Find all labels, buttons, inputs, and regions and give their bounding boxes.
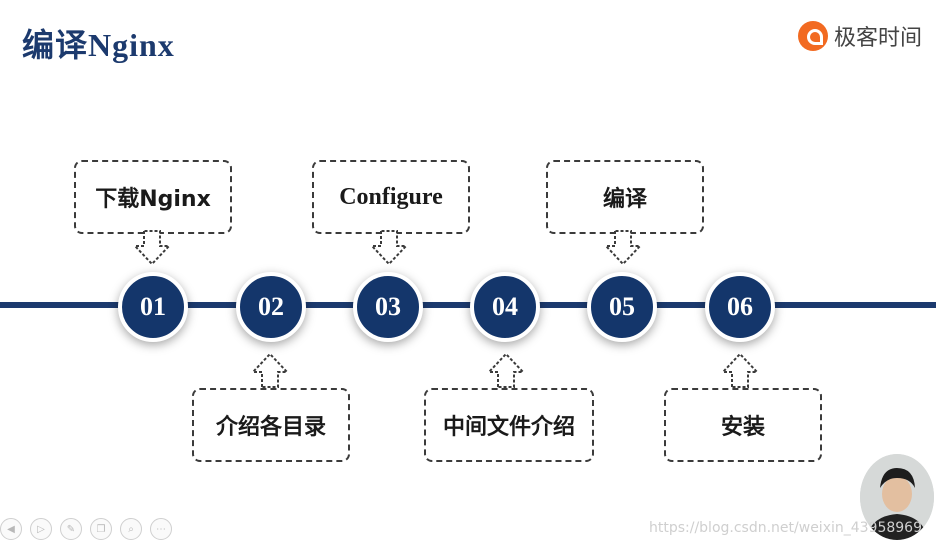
- geektime-logo-icon: [797, 21, 828, 51]
- arrow-up-icon: [486, 352, 526, 388]
- copy-icon[interactable]: ❐: [90, 518, 112, 540]
- watermark: https://blog.csdn.net/weixin_43958969: [648, 520, 922, 536]
- step-marker-03: 03: [353, 272, 423, 342]
- callout-step-01: 下载Nginx: [74, 160, 232, 234]
- zoom-icon[interactable]: ⌕: [120, 518, 142, 540]
- slide-toolbar: ◀ ▷ ✎ ❐ ⌕ ⋯: [0, 518, 172, 540]
- more-icon[interactable]: ⋯: [150, 518, 172, 540]
- callout-label: 下载Nginx: [95, 187, 211, 212]
- pen-icon[interactable]: ✎: [60, 518, 82, 540]
- step-marker-02: 02: [236, 272, 306, 342]
- step-marker-06: 06: [705, 272, 775, 342]
- callout-label: 编译: [602, 187, 647, 212]
- callout-step-05: 编译: [546, 160, 704, 234]
- arrow-up-icon: [250, 352, 290, 388]
- step-marker-04: 04: [470, 272, 540, 342]
- step-marker-01: 01: [118, 272, 188, 342]
- callout-label: 介绍各目录: [215, 415, 326, 440]
- brand-name: 极客时间: [833, 26, 922, 51]
- callout-label: 安装: [720, 415, 765, 440]
- callout-step-04: 中间文件介绍: [424, 388, 594, 462]
- arrow-down-icon: [603, 230, 643, 266]
- arrow-down-icon: [132, 230, 172, 266]
- arrow-down-icon: [369, 230, 409, 266]
- callout-step-02: 介绍各目录: [192, 388, 350, 462]
- slide-title: 编译Nginx: [22, 27, 175, 63]
- timeline-line: [0, 302, 936, 308]
- brand: 极客时间: [797, 20, 922, 52]
- step-marker-05: 05: [587, 272, 657, 342]
- callout-step-03: Configure: [312, 160, 470, 234]
- callout-step-06: 安装: [664, 388, 822, 462]
- callout-label: Configure: [339, 183, 443, 210]
- prev-icon[interactable]: ◀: [0, 518, 22, 540]
- presenter-video: [860, 454, 934, 540]
- callout-label: 中间文件介绍: [442, 415, 575, 440]
- arrow-up-icon: [720, 352, 760, 388]
- play-icon[interactable]: ▷: [30, 518, 52, 540]
